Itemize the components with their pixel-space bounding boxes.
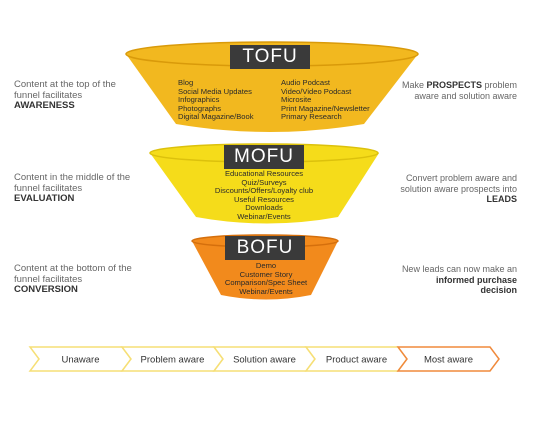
list-item: Microsite — [281, 95, 312, 105]
tofu-left-description: Content at the top of the funnel facilit… — [14, 79, 132, 112]
list-item: Useful Resources — [234, 194, 294, 204]
list-item: Infographics — [178, 95, 220, 105]
mofu-left-keyword: EVALUATION — [14, 193, 75, 204]
tofu-right-pre: Make — [401, 80, 427, 90]
stage-label: Solution aware — [233, 355, 296, 366]
list-item: Customer Story — [239, 269, 293, 279]
list-item: Video/Video Podcast — [281, 86, 352, 96]
bofu-right-pre: New leads can now make an — [401, 264, 517, 274]
list-item: Digital Magazine/Book — [178, 112, 254, 122]
bofu-items: Demo Customer Story Comparison/Spec Shee… — [204, 261, 328, 296]
stage-arrow — [396, 346, 500, 372]
bofu-right-description: New leads can now make an informed purch… — [397, 264, 517, 296]
mofu-label: MOFU — [224, 145, 304, 169]
bofu-left-text: Content at the bottom of the funnel faci… — [14, 263, 132, 285]
list-item: Webinar/Events — [237, 211, 291, 221]
list-item: Quiz/Surveys — [241, 177, 287, 187]
mofu-left-text: Content in the middle of the funnel faci… — [14, 172, 131, 194]
tofu-left-keyword: AWARENESS — [14, 100, 75, 111]
list-item: Blog — [178, 78, 194, 87]
stage-label: Unaware — [61, 355, 99, 366]
bofu-left-keyword: CONVERSION — [14, 284, 78, 295]
list-item: Print Magazine/Newsletter — [281, 103, 370, 113]
mofu-funnel-body — [150, 153, 379, 224]
list-item: Educational Resources — [224, 169, 304, 178]
bofu-right-keyword: informed purchase decision — [435, 274, 517, 296]
list-item: Comparison/Spec Sheet — [224, 278, 308, 288]
list-item: Photographs — [178, 103, 222, 113]
stage-label: Problem aware — [141, 355, 205, 366]
tofu-label: TOFU — [230, 45, 310, 69]
tofu-left-text: Content at the top of the funnel facilit… — [14, 79, 116, 101]
list-item: Downloads — [245, 203, 283, 213]
stage-label: Product aware — [326, 355, 387, 366]
stage-label: Most aware — [424, 355, 473, 366]
list-item: Social Media Updates — [178, 86, 252, 96]
mofu-items: Educational Resources Quiz/Surveys Disco… — [194, 169, 334, 222]
tofu-right-post: problem aware and solution aware — [414, 80, 517, 101]
tofu-items-left: Blog Social Media Updates Infographics P… — [178, 78, 254, 122]
list-item: Primary Research — [281, 112, 342, 122]
mofu-right-pre: Convert problem aware and solution aware… — [400, 173, 517, 194]
list-item: Webinar/Events — [239, 286, 293, 296]
tofu-items-right: Audio Podcast Video/Video Podcast Micros… — [281, 78, 370, 122]
mofu-right-description: Convert problem aware and solution aware… — [397, 173, 517, 205]
bofu-label: BOFU — [225, 236, 305, 260]
list-item: Demo — [255, 261, 277, 270]
list-item: Audio Podcast — [281, 78, 330, 87]
tofu-right-keyword: PROSPECTS — [426, 80, 482, 90]
tofu-right-description: Make PROSPECTS problem aware and solutio… — [397, 80, 517, 101]
awareness-stages: Unaware Problem aware Solution aware Produc… — [28, 346, 500, 372]
mofu-right-keyword: LEADS — [486, 194, 517, 204]
mofu-left-description: Content in the middle of the funnel faci… — [14, 172, 132, 205]
bofu-left-description: Content at the bottom of the funnel faci… — [14, 263, 132, 296]
tofu-funnel-body — [126, 54, 418, 132]
list-item: Discounts/Offers/Loyalty club — [214, 186, 314, 196]
